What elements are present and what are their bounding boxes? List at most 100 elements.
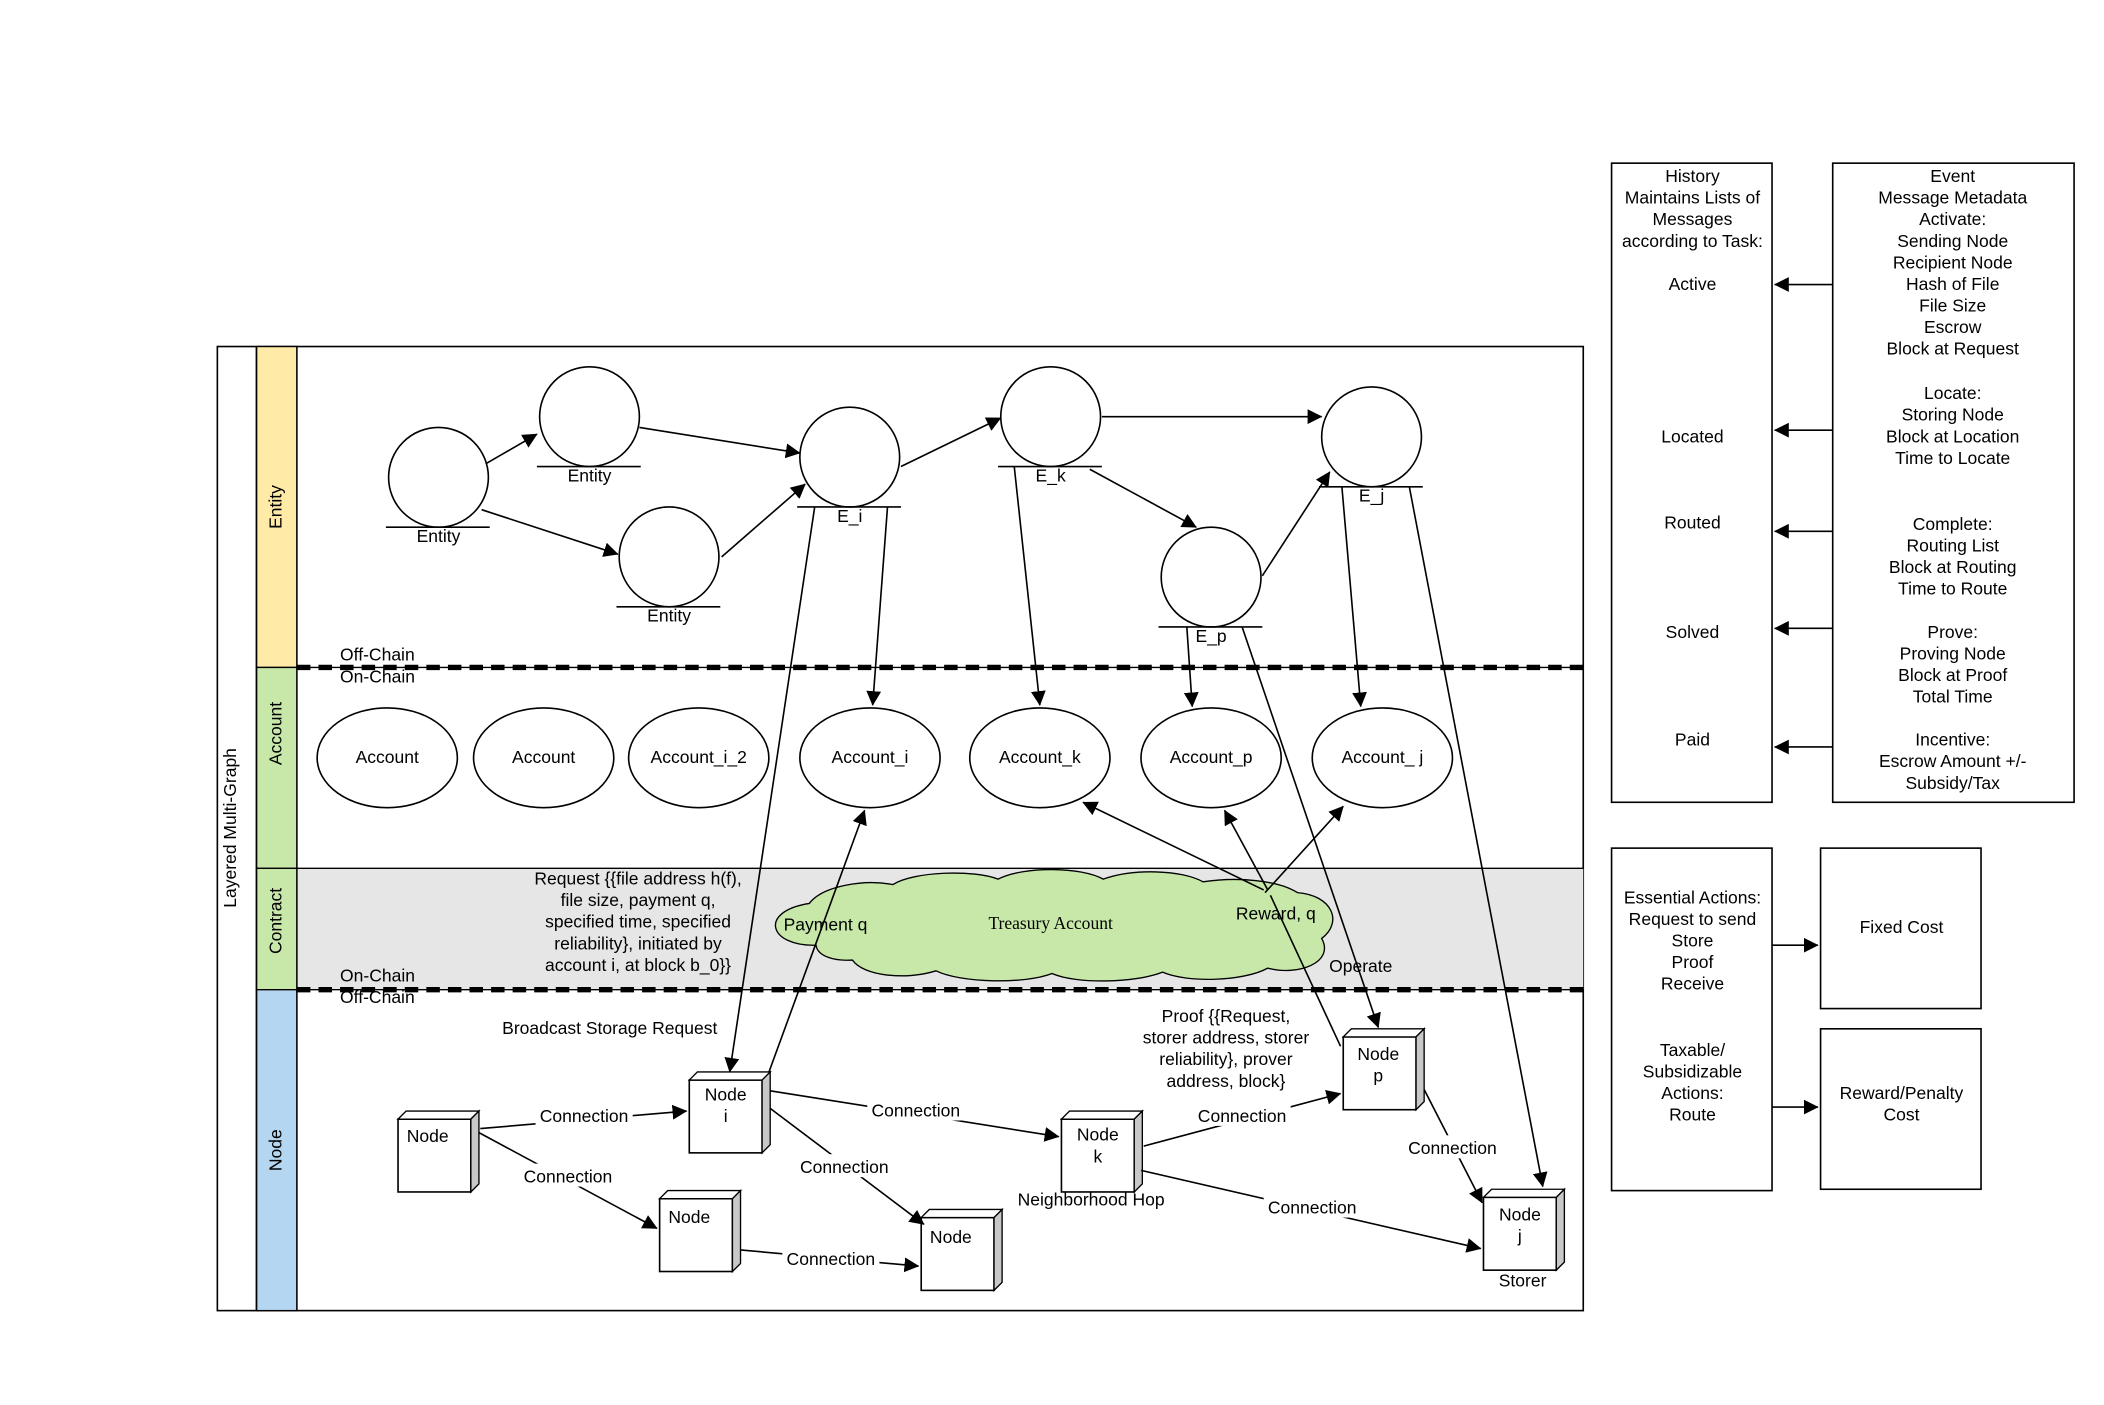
node-n1: Node (396, 1109, 481, 1194)
entity-ek-label: E_k (1036, 465, 1066, 486)
entity-e2-label: Entity (568, 465, 612, 485)
account-lane (255, 666, 298, 870)
event-history-arrows (1773, 277, 1833, 755)
storer-label: Storer (1499, 1270, 1547, 1290)
lane-label-contract: Contract (265, 888, 285, 954)
svg-text:Reward/Penalty: Reward/Penalty (1840, 1083, 1964, 1103)
event-incentive: Incentive: Escrow Amount +/- Subsidy/Tax (1879, 730, 2027, 793)
on-chain-label-top: On-Chain (340, 666, 415, 686)
svg-text:Proof {{Request,: Proof {{Request, (1162, 1006, 1291, 1026)
account-aj-label: Account_ j (1341, 747, 1423, 768)
svg-text:Proving Node: Proving Node (1900, 643, 2006, 663)
svg-text:Activate:: Activate: (1919, 209, 1986, 229)
connection-label-6: Connection (1198, 1106, 1287, 1126)
node-nj-label: Node (1499, 1204, 1541, 1224)
node-nj: Node j (1481, 1187, 1567, 1272)
svg-text:Actions:: Actions: (1661, 1083, 1723, 1103)
svg-text:according to Task:: according to Task: (1622, 231, 1763, 251)
svg-text:p: p (1373, 1065, 1383, 1085)
svg-text:specified time, specified: specified time, specified (545, 912, 731, 932)
svg-text:Escrow Amount +/-: Escrow Amount +/- (1879, 751, 2027, 771)
connection-label-7: Connection (1268, 1198, 1357, 1218)
account-a1-label: Account (356, 747, 419, 767)
connection-label-8: Connection (1408, 1138, 1497, 1158)
svg-text:File Size: File Size (1919, 295, 1986, 315)
connection-label-2: Connection (524, 1167, 613, 1187)
proof-text: Proof {{Request, storer address, storer … (1143, 1006, 1310, 1091)
entity-e3: Entity (616, 506, 721, 626)
history-item-solved: Solved (1666, 622, 1720, 642)
reward-q-label: Reward, q (1236, 904, 1316, 924)
payment-q-label: Payment q (784, 914, 868, 934)
account-a2-label: Account (512, 747, 575, 767)
node-n4: Node (919, 1207, 1004, 1293)
entity-ej: E_j (1318, 386, 1423, 507)
treasury-account-label: Treasury Account (988, 913, 1113, 933)
node-np: Node p (1341, 1027, 1426, 1112)
contract-lane (255, 867, 298, 991)
neighborhood-hop-label: Neighborhood Hop (1018, 1189, 1165, 1209)
account-ai2: Account_i_2 (627, 707, 770, 809)
account-a1: Account (316, 707, 459, 809)
svg-text:Storing Node: Storing Node (1902, 405, 2004, 425)
entity-ep-label: E_p (1196, 626, 1227, 647)
connection-label-3: Connection (800, 1157, 889, 1177)
entity-ej-label: E_j (1359, 486, 1384, 507)
entity-e2: Entity (536, 365, 641, 485)
treasury-cloud (775, 868, 1334, 982)
lane-label-account: Account (265, 702, 285, 765)
svg-text:Time to Route: Time to Route (1898, 579, 2007, 599)
lane-label-entity: Entity (265, 485, 285, 529)
svg-text:Sending Node: Sending Node (1897, 231, 2008, 251)
event-locate: Locate: Storing Node Block at Location T… (1886, 383, 2019, 468)
svg-text:Block at Routing: Block at Routing (1889, 557, 2017, 577)
connection-label-4: Connection (872, 1100, 961, 1120)
node-n3: Node (657, 1188, 743, 1274)
svg-text:reliability}, initiated by: reliability}, initiated by (554, 933, 722, 953)
history-item-paid: Paid (1675, 730, 1710, 750)
entity-edges (481, 409, 1331, 577)
history-item-located: Located (1661, 426, 1723, 446)
entity-ep: E_p (1158, 526, 1263, 647)
svg-text:Proof: Proof (1672, 952, 1714, 972)
svg-text:Maintains Lists of: Maintains Lists of (1625, 188, 1760, 208)
node-ni-label: Node (705, 1084, 747, 1104)
svg-text:Routing List: Routing List (1906, 535, 1999, 555)
reward-cost-label: Reward/Penalty Cost (1840, 1083, 1964, 1125)
off-chain-label-top: Off-Chain (340, 645, 415, 665)
essential-actions: Essential Actions: Request to send Store… (1624, 887, 1761, 993)
connection-label-5: Connection (787, 1249, 876, 1269)
account-aj: Account_ j (1311, 707, 1454, 809)
node-nk-label: Node (1077, 1125, 1119, 1145)
node-n3-label: Node (668, 1207, 710, 1227)
fixed-cost-label: Fixed Cost (1860, 917, 1944, 937)
contract-edges (766, 626, 1381, 1077)
svg-text:Hash of File: Hash of File (1906, 274, 1999, 294)
svg-text:k: k (1093, 1146, 1102, 1166)
svg-text:Incentive:: Incentive: (1915, 730, 1990, 750)
node-ni: Node i (687, 1070, 772, 1155)
history-item-routed: Routed (1664, 513, 1720, 533)
entity-ei: E_i (797, 406, 901, 527)
connection-labels: Connection Connection Connection Connect… (519, 1097, 1502, 1269)
off-chain-label-bottom: Off-Chain (340, 987, 415, 1007)
account-ak: Account_k (968, 707, 1111, 809)
svg-text:Request to send: Request to send (1629, 909, 1757, 929)
svg-text:Cost: Cost (1883, 1104, 1919, 1124)
svg-text:Locate:: Locate: (1924, 383, 1981, 403)
svg-text:account i, at block b_0}}: account i, at block b_0}} (545, 955, 731, 976)
history-header: History Maintains Lists of Messages acco… (1622, 166, 1763, 251)
fixed-cost-box (1819, 847, 1982, 1010)
svg-text:Subsidy/Tax: Subsidy/Tax (1905, 773, 2000, 793)
account-a2: Account (472, 707, 615, 809)
svg-text:Complete:: Complete: (1913, 514, 1993, 534)
request-text: Request {{file address h(f), file size, … (534, 869, 741, 976)
event-prove: Prove: Proving Node Block at Proof Total… (1898, 622, 2007, 707)
broadcast-label: Broadcast Storage Request (502, 1018, 717, 1038)
history-item-active: Active (1669, 274, 1717, 294)
svg-text:storer address, storer: storer address, storer (1143, 1028, 1310, 1048)
entity-e1: Entity (385, 426, 490, 546)
entity-lane (255, 345, 298, 669)
node-n4-label: Node (930, 1227, 972, 1247)
